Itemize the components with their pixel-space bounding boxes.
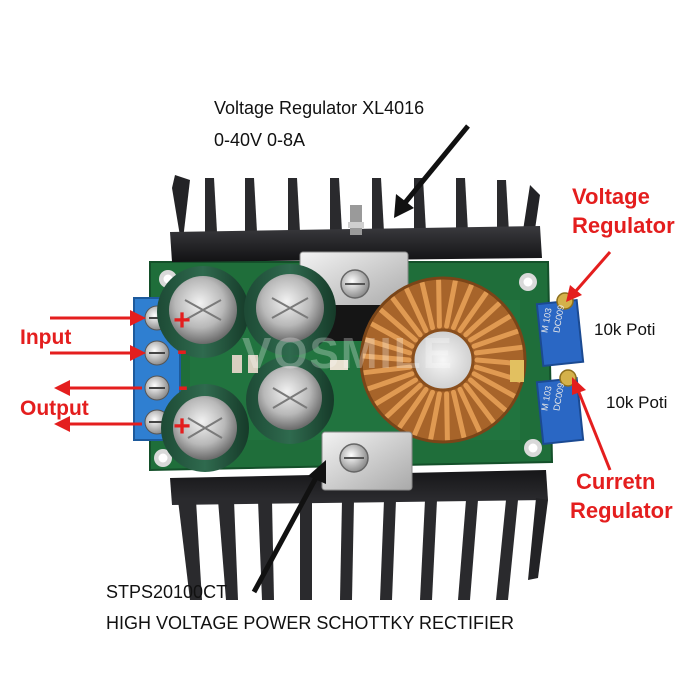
copper-winding (471, 328, 521, 349)
svg-text:+: + (173, 304, 191, 337)
voltage-regulator-label-line1: Voltage (572, 184, 650, 209)
output-arrows (54, 380, 142, 432)
current-regulator-label-line1: Curretn (576, 469, 656, 494)
copper-winding (360, 353, 412, 363)
capacitor-bottom-right (246, 356, 334, 444)
voltage-regulator-label-line2: Regulator (572, 213, 675, 238)
copper-winding (457, 290, 489, 334)
toroid-inductor (359, 276, 527, 444)
copper-winding (444, 391, 450, 443)
svg-text:M 103: M 103 (539, 307, 553, 333)
capacitor-bottom-left (161, 384, 249, 472)
svg-text:-: - (178, 370, 188, 403)
capacitor-top-right (244, 264, 336, 356)
voltage-pot-arrow (566, 251, 612, 302)
schottky-pointer-arrow (251, 460, 326, 594)
copper-winding (444, 278, 458, 329)
copper-winding (463, 382, 496, 425)
input-label: Input (20, 326, 72, 349)
top-heatsink (170, 175, 542, 262)
schottky-label-line1: STPS20100CT (106, 582, 228, 602)
copper-winding (363, 337, 413, 356)
xl4016-label-line1: Voltage Regulator XL4016 (214, 98, 425, 118)
small-components (232, 355, 524, 382)
svg-text:DC009: DC009 (551, 304, 566, 333)
poti-top-label: 10k Poti (594, 320, 656, 339)
watermark: VOSMILE (242, 329, 454, 378)
schottky-label-line2: HIGH VOLTAGE POWER SCHOTTKY RECTIFIER (106, 613, 515, 633)
copper-winding (419, 280, 435, 331)
xl4016-pointer-arrow (394, 124, 470, 218)
copper-winding (412, 389, 435, 438)
copper-winding (378, 307, 418, 343)
copper-winding (471, 371, 517, 399)
svg-text:M 103: M 103 (539, 385, 553, 411)
copper-winding (457, 386, 482, 434)
copper-winding (436, 277, 442, 329)
copper-winding (428, 391, 442, 442)
pot-marking-text: M 103 DC009 M 103 DC009 (539, 304, 566, 411)
current-pot-arrow (572, 377, 612, 471)
copper-winding (397, 386, 429, 430)
input-arrows (50, 310, 146, 361)
capacitor-top-left (157, 266, 249, 358)
svg-text:-: - (177, 334, 187, 367)
copper-winding (390, 295, 423, 338)
copper-winding (451, 282, 474, 331)
potentiometer-bottom (535, 369, 585, 446)
copper-winding (384, 382, 423, 420)
copper-winding (369, 321, 415, 349)
copper-winding (468, 377, 508, 413)
copper-winding (451, 389, 467, 440)
poti-bottom-label: 10k Poti (606, 393, 668, 412)
copper-winding (473, 344, 525, 356)
copper-winding (373, 377, 418, 407)
copper-winding (404, 286, 429, 334)
mounting-holes (154, 270, 542, 467)
schottky-rectifier (321, 431, 413, 491)
polarity-marks: + - - + (173, 304, 191, 443)
output-label: Output (20, 397, 89, 420)
svg-text:DC009: DC009 (551, 382, 566, 411)
copper-winding (463, 300, 502, 338)
copper-winding (468, 313, 513, 343)
svg-text:+: + (173, 410, 191, 443)
copper-winding (361, 364, 413, 376)
xl4016-label-line2: 0-40V 0-8A (214, 130, 306, 150)
current-regulator-label-line2: Regulator (570, 498, 673, 523)
copper-winding (365, 371, 415, 392)
